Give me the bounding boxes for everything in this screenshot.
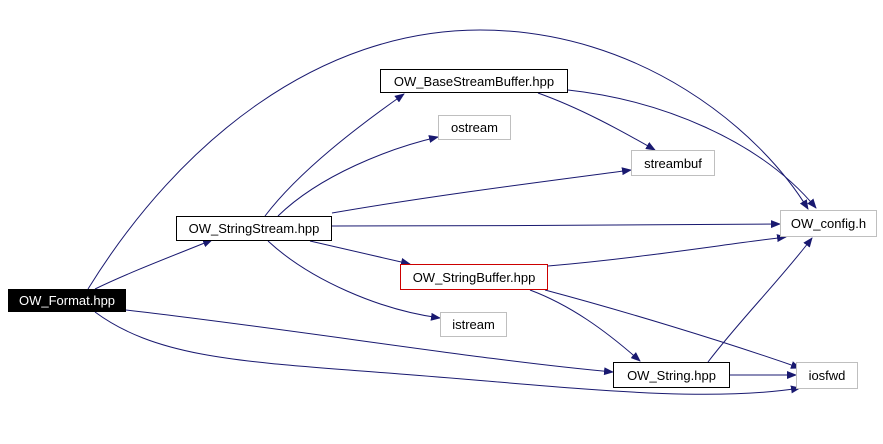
edge-stringbuffer-to-string	[529, 289, 641, 362]
edge-stringstream-to-basestreambuffer	[264, 93, 405, 217]
node-ostream[interactable]: ostream	[438, 115, 511, 140]
edge-format-to-stringstream	[94, 239, 213, 290]
node-label: ostream	[451, 120, 498, 135]
edge-format-to-string	[125, 309, 614, 376]
edge-stringbuffer-to-iosfwd	[544, 289, 801, 369]
node-ow-config[interactable]: OW_config.h	[780, 210, 877, 237]
node-label: istream	[452, 317, 495, 332]
node-ow-format[interactable]: OW_Format.hpp	[8, 289, 126, 312]
node-label: OW_String.hpp	[627, 367, 716, 383]
node-label: streambuf	[644, 155, 702, 171]
node-istream[interactable]: istream	[440, 312, 507, 337]
edge-stringstream-to-istream	[267, 240, 441, 321]
node-label: OW_BaseStreamBuffer.hpp	[393, 73, 555, 89]
edge-stringstream-to-stringbuffer	[309, 240, 411, 266]
edge-format-to-config	[87, 29, 809, 290]
edge-basestreambuffer-to-config	[567, 89, 817, 209]
edge-stringstream-to-streambuf	[331, 167, 632, 214]
node-label: OW_config.h	[790, 216, 867, 231]
node-ow-basestreambuffer[interactable]: OW_BaseStreamBuffer.hpp	[380, 69, 568, 93]
edge-stringstream-to-ostream	[277, 135, 439, 217]
edge-stringstream-to-config	[331, 220, 781, 229]
edge-basestreambuffer-to-streambuf	[537, 92, 656, 151]
node-ow-stringbuffer[interactable]: OW_StringBuffer.hpp	[400, 264, 548, 290]
node-iosfwd[interactable]: iosfwd	[796, 362, 858, 389]
edge-string-to-config	[707, 237, 813, 363]
node-ow-stringstream[interactable]: OW_StringStream.hpp	[176, 216, 332, 241]
node-label: iosfwd	[808, 368, 846, 383]
node-label: OW_Format.hpp	[18, 293, 116, 308]
edge-format-to-iosfwd	[94, 311, 801, 395]
node-label: OW_StringBuffer.hpp	[412, 269, 536, 285]
edge-stringbuffer-to-config	[547, 234, 787, 267]
node-label: OW_StringStream.hpp	[188, 221, 320, 236]
node-streambuf[interactable]: streambuf	[631, 150, 715, 176]
node-ow-string[interactable]: OW_String.hpp	[613, 362, 730, 388]
